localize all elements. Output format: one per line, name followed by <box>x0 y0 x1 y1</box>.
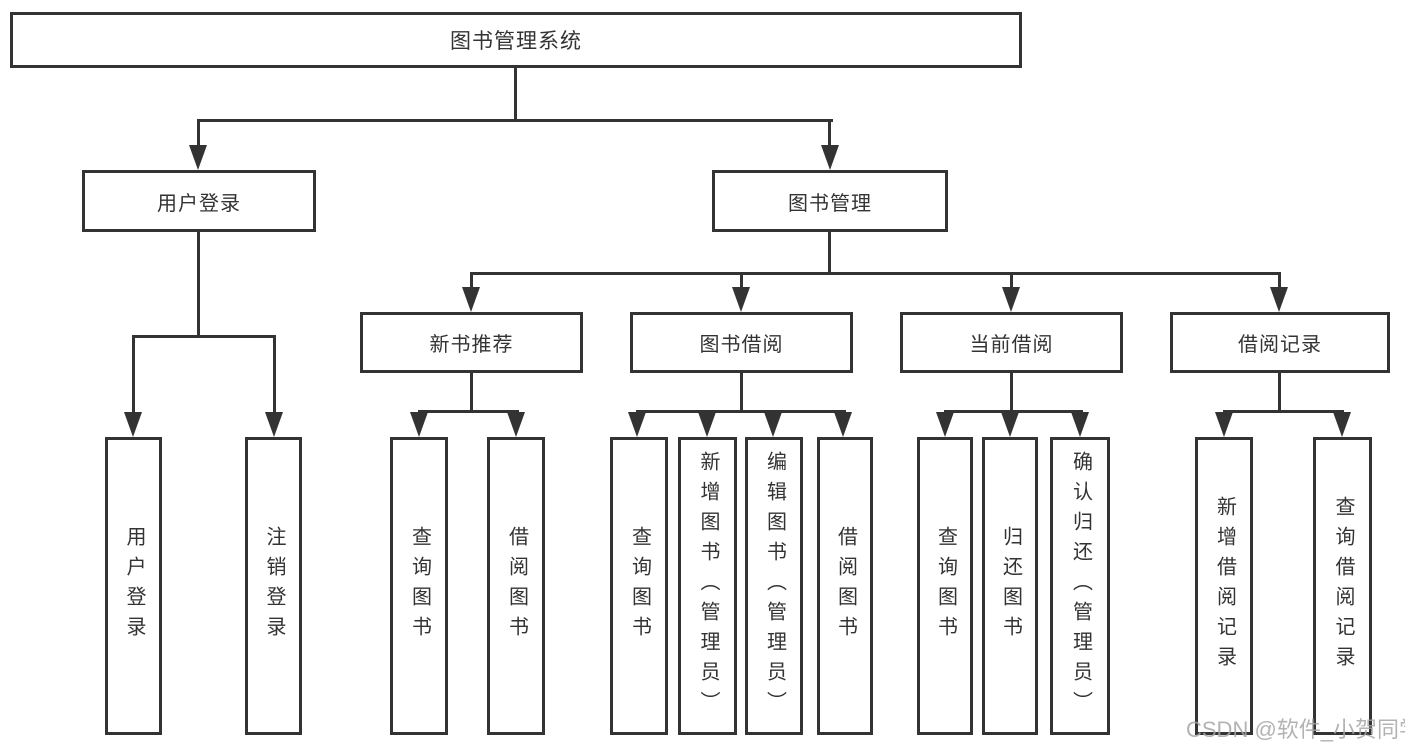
connector-current-stem <box>1010 373 1013 413</box>
node-label: 查询图书 <box>408 526 431 646</box>
node-label: 当前借阅 <box>969 334 1054 356</box>
arrow-down-icon <box>936 412 954 437</box>
arrow-down-icon <box>1270 287 1288 312</box>
node-label: 借阅图书 <box>505 526 528 646</box>
connector-root-bar <box>197 119 833 122</box>
node-borrow-books-borrowing: 借阅图书 <box>817 437 873 735</box>
node-query-books-borrowing: 查询图书 <box>610 437 668 735</box>
node-label: 归还图书 <box>999 526 1022 646</box>
node-label: 注销登录 <box>263 526 285 646</box>
node-label: 查询图书 <box>628 526 651 646</box>
arrow-down-icon <box>1333 412 1351 437</box>
arrow-down-icon <box>1001 412 1019 437</box>
arrow-down-icon <box>821 145 839 170</box>
node-label: 查询图书 <box>934 526 957 646</box>
node-user-login-leaf: 用户登录 <box>105 437 162 735</box>
arrow-down-icon <box>462 287 480 312</box>
connector-borrowing-stem <box>740 373 743 413</box>
arrow-down-icon <box>507 412 525 437</box>
connector-userlogin-drop-1 <box>132 335 135 415</box>
node-book-borrowing: 图书借阅 <box>630 312 853 373</box>
node-borrow-books-recommend: 借阅图书 <box>487 437 545 735</box>
node-add-borrow-record: 新增借阅记录 <box>1195 437 1253 735</box>
connector-bookmgmt-drop-3 <box>1010 272 1013 290</box>
connector-bookmgmt-drop-4 <box>1278 272 1281 290</box>
connector-root-drop-right <box>828 119 831 149</box>
arrow-down-icon <box>834 412 852 437</box>
node-label: 图书借阅 <box>699 334 784 356</box>
node-label: 图书管理 <box>788 192 872 215</box>
arrow-down-icon <box>732 287 750 312</box>
arrow-down-icon <box>265 412 283 437</box>
node-query-borrow-record: 查询借阅记录 <box>1313 437 1372 735</box>
node-label: 新增借阅记录 <box>1213 496 1236 676</box>
node-label: 查询借阅记录 <box>1332 496 1354 676</box>
node-add-book-admin: 新增图书（管理员） <box>678 437 737 735</box>
node-label: 新增图书（管理员） <box>697 451 719 721</box>
arrow-down-icon <box>124 412 142 437</box>
node-borrowing-records: 借阅记录 <box>1170 312 1390 373</box>
node-logout-leaf: 注销登录 <box>245 437 302 735</box>
arrow-down-icon <box>698 412 716 437</box>
arrow-down-icon <box>410 412 428 437</box>
node-return-book: 归还图书 <box>982 437 1038 735</box>
node-label: 确认归还（管理员） <box>1069 451 1092 721</box>
connector-bookmgmt-bar <box>470 272 1281 275</box>
node-label: 编辑图书（管理员） <box>763 451 786 721</box>
connector-records-stem <box>1278 373 1281 413</box>
node-label: 新书推荐 <box>429 334 514 356</box>
node-current-borrowing: 当前借阅 <box>900 312 1123 373</box>
connector-bookmgmt-drop-1 <box>470 272 473 290</box>
node-new-book-recommend: 新书推荐 <box>360 312 583 373</box>
connector-newbook-stem <box>470 373 473 413</box>
connector-userlogin-drop-2 <box>273 335 276 415</box>
node-user-login: 用户登录 <box>82 170 316 232</box>
node-label: 图书管理系统 <box>450 30 582 53</box>
arrow-down-icon <box>1215 412 1233 437</box>
node-label: 借阅记录 <box>1238 334 1322 356</box>
node-query-books-current: 查询图书 <box>917 437 973 735</box>
connector-borrowing-bar <box>636 410 846 413</box>
arrow-down-icon <box>764 412 782 437</box>
node-label: 用户登录 <box>123 526 145 646</box>
connector-bookmgmt-stem <box>828 232 831 275</box>
node-label: 借阅图书 <box>834 526 857 646</box>
node-query-books-recommend: 查询图书 <box>390 437 448 735</box>
connector-root-drop-left <box>197 119 200 149</box>
connector-current-bar <box>944 410 1083 413</box>
arrow-down-icon <box>1071 412 1089 437</box>
node-edit-book-admin: 编辑图书（管理员） <box>745 437 803 735</box>
arrow-down-icon <box>189 145 207 170</box>
node-label: 用户登录 <box>157 192 241 215</box>
arrow-down-icon <box>1002 287 1020 312</box>
node-confirm-return-admin: 确认归还（管理员） <box>1050 437 1110 735</box>
arrow-down-icon <box>628 412 646 437</box>
connector-records-bar <box>1223 410 1344 413</box>
connector-newbook-bar <box>418 410 519 413</box>
connector-userlogin-bar <box>132 335 276 338</box>
csdn-watermark: CSDN @软件_小贺同学 <box>1186 717 1405 742</box>
connector-userlogin-stem <box>197 232 200 338</box>
node-book-management: 图书管理 <box>712 170 948 232</box>
node-library-management-system: 图书管理系统 <box>10 12 1022 68</box>
connector-bookmgmt-drop-2 <box>740 272 743 290</box>
connector-root-stem <box>514 68 517 121</box>
